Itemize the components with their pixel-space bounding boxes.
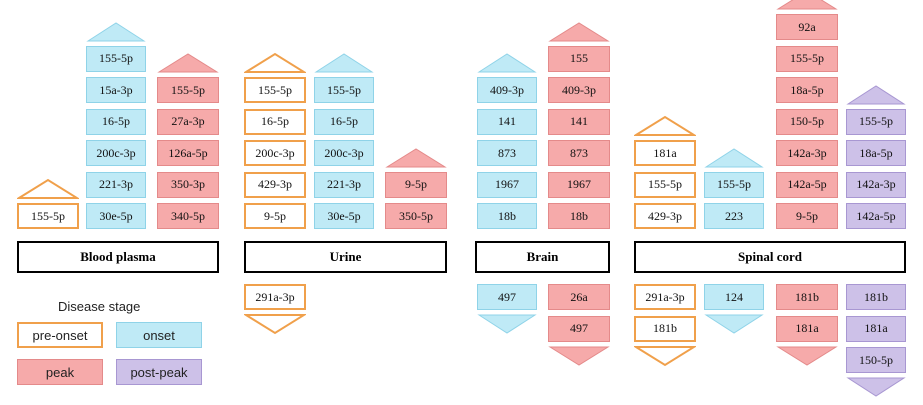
mirna-box-brain-peak_up-2: 141: [548, 108, 610, 135]
mirna-box-spinal_cord-post_peak_down-0: 181b: [846, 284, 906, 310]
up-arrow-blood_plasma-pre_onset_up: [17, 178, 79, 199]
mirna-box-spinal_cord-post_peak_up-2: 142a-3p: [846, 171, 906, 198]
mirna-box-blood_plasma-onset_up-5: 30e-5p: [86, 203, 146, 229]
mirna-box-spinal_cord-peak_up-3: 150-5p: [776, 108, 838, 135]
mirna-box-brain-onset_down-0: 497: [477, 284, 537, 310]
mirna-box-brain-peak_down-0: 26a: [548, 284, 610, 310]
mirna-box-urine-pre_onset_up-4: 9-5p: [244, 203, 306, 229]
mirna-box-blood_plasma-onset_up-1: 15a-3p: [86, 77, 146, 103]
mirna-box-brain-onset_up-2: 873: [477, 140, 537, 166]
mirna-box-urine-pre_onset_up-2: 200c-3p: [244, 140, 306, 166]
mirna-box-blood_plasma-peak_up-3: 350-3p: [157, 171, 219, 198]
mirna-box-urine-pre_onset_up-3: 429-3p: [244, 171, 306, 198]
panel-label-brain: Brain: [475, 241, 610, 273]
up-arrow-blood_plasma-peak_up: [157, 53, 219, 73]
mirna-box-blood_plasma-onset_up-3: 200c-3p: [86, 140, 146, 166]
down-arrow-spinal_cord-pre_onset_down: [634, 345, 696, 366]
up-arrow-urine-pre_onset_up: [244, 52, 306, 73]
mirna-box-brain-peak_up-4: 1967: [548, 171, 610, 198]
up-arrow-brain-peak_up: [548, 21, 610, 41]
up-arrow-spinal_cord-peak_up: [776, 0, 838, 10]
legend-onset: onset: [116, 322, 202, 348]
mirna-box-spinal_cord-peak_up-6: 9-5p: [776, 203, 838, 229]
mirna-box-urine-pre_onset_up-0: 155-5p: [244, 77, 306, 103]
up-arrow-urine-onset_up: [314, 53, 374, 73]
mirna-box-urine-peak_up-1: 350-5p: [385, 203, 447, 229]
mirna-box-urine-onset_up-2: 200c-3p: [314, 140, 374, 166]
mirna-box-brain-onset_up-4: 18b: [477, 203, 537, 229]
down-arrow-spinal_cord-post_peak_down: [846, 377, 906, 397]
mirna-box-brain-onset_up-1: 141: [477, 108, 537, 135]
mirna-box-spinal_cord-post_peak_up-3: 142a-5p: [846, 203, 906, 229]
legend-post-peak: post-peak: [116, 359, 202, 385]
panel-label-urine: Urine: [244, 241, 447, 273]
up-arrow-blood_plasma-onset_up: [86, 21, 146, 41]
mirna-box-brain-onset_up-0: 409-3p: [477, 77, 537, 103]
mirna-box-spinal_cord-peak_down-0: 181b: [776, 284, 838, 310]
mirna-box-spinal_cord-pre_onset_down-0: 291a-3p: [634, 284, 696, 310]
mirna-box-blood_plasma-pre_onset_up-0: 155-5p: [17, 203, 79, 229]
mirna-box-brain-peak_up-1: 409-3p: [548, 77, 610, 103]
mirna-box-spinal_cord-post_peak_up-0: 155-5p: [846, 108, 906, 135]
mirna-box-spinal_cord-pre_onset_down-1: 181b: [634, 315, 696, 342]
down-arrow-spinal_cord-peak_down: [776, 346, 838, 366]
mirna-box-blood_plasma-onset_up-0: 155-5p: [86, 45, 146, 72]
down-arrow-brain-onset_down: [477, 314, 537, 334]
mirna-box-spinal_cord-post_peak_down-2: 150-5p: [846, 347, 906, 373]
panel-label-spinal_cord: Spinal cord: [634, 241, 906, 273]
mirna-box-blood_plasma-peak_up-2: 126a-5p: [157, 140, 219, 166]
mirna-box-blood_plasma-onset_up-2: 16-5p: [86, 108, 146, 135]
up-arrow-urine-peak_up: [385, 147, 447, 167]
mirna-box-brain-peak_up-0: 155: [548, 45, 610, 72]
up-arrow-spinal_cord-post_peak_up: [846, 84, 906, 104]
mirna-box-spinal_cord-onset_up-1: 223: [704, 203, 764, 229]
mirna-box-blood_plasma-peak_up-0: 155-5p: [157, 77, 219, 103]
down-arrow-brain-peak_down: [548, 346, 610, 366]
mirna-box-urine-onset_up-1: 16-5p: [314, 108, 374, 135]
mirna-box-brain-peak_down-1: 497: [548, 315, 610, 342]
mirna-box-spinal_cord-peak_up-5: 142a-5p: [776, 171, 838, 198]
mirna-box-urine-onset_up-0: 155-5p: [314, 77, 374, 103]
mirna-box-brain-peak_up-3: 873: [548, 140, 610, 166]
mirna-box-spinal_cord-pre_onset_up-2: 429-3p: [634, 203, 696, 229]
down-arrow-urine-pre_onset_down: [244, 314, 306, 335]
panel-label-blood_plasma: Blood plasma: [17, 241, 219, 273]
mirna-box-brain-peak_up-5: 18b: [548, 203, 610, 229]
legend-title: Disease stage: [58, 299, 141, 314]
mirna-box-spinal_cord-peak_up-1: 155-5p: [776, 45, 838, 72]
up-arrow-spinal_cord-onset_up: [704, 147, 764, 167]
mirna-box-spinal_cord-peak_down-1: 181a: [776, 315, 838, 342]
mirna-box-blood_plasma-onset_up-4: 221-3p: [86, 171, 146, 198]
mirna-box-spinal_cord-peak_up-0: 92a: [776, 14, 838, 40]
mirna-box-urine-onset_up-3: 221-3p: [314, 171, 374, 198]
up-arrow-spinal_cord-pre_onset_up: [634, 115, 696, 136]
mirna-box-spinal_cord-peak_up-2: 18a-5p: [776, 77, 838, 103]
mirna-box-spinal_cord-pre_onset_up-1: 155-5p: [634, 171, 696, 198]
legend-pre-onset: pre-onset: [17, 322, 103, 348]
mirna-box-urine-peak_up-0: 9-5p: [385, 171, 447, 198]
down-arrow-spinal_cord-onset_down: [704, 314, 764, 334]
mirna-box-brain-onset_up-3: 1967: [477, 171, 537, 198]
mirna-box-urine-onset_up-4: 30e-5p: [314, 203, 374, 229]
mirna-box-spinal_cord-post_peak_down-1: 181a: [846, 315, 906, 342]
mirna-box-spinal_cord-onset_up-0: 155-5p: [704, 171, 764, 198]
mirna-box-spinal_cord-post_peak_up-1: 18a-5p: [846, 140, 906, 166]
mirna-box-spinal_cord-onset_down-0: 124: [704, 284, 764, 310]
mirna-box-urine-pre_onset_down-0: 291a-3p: [244, 284, 306, 310]
mirna-box-urine-pre_onset_up-1: 16-5p: [244, 108, 306, 135]
mirna-box-blood_plasma-peak_up-4: 340-5p: [157, 203, 219, 229]
up-arrow-brain-onset_up: [477, 53, 537, 73]
legend-peak: peak: [17, 359, 103, 385]
mirna-box-spinal_cord-peak_up-4: 142a-3p: [776, 140, 838, 166]
mirna-box-blood_plasma-peak_up-1: 27a-3p: [157, 108, 219, 135]
mirna-box-spinal_cord-pre_onset_up-0: 181a: [634, 140, 696, 166]
